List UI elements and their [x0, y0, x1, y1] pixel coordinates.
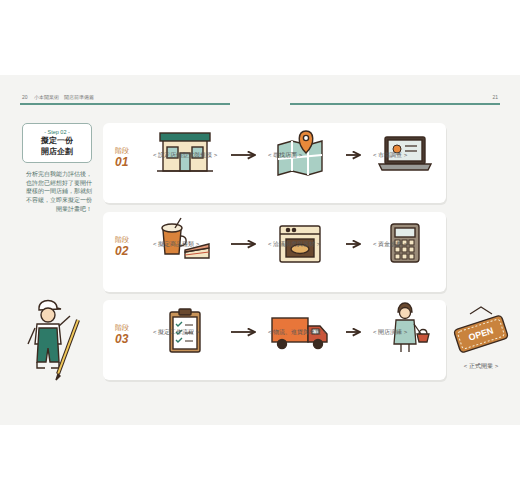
stage-panel: < 擬定工作流程 > < 物流、進貨與出貨 > < 開店演練 > 階段03	[103, 300, 446, 380]
task-caption: < 資金規劃 >	[373, 240, 407, 249]
step-box: - Step 02 -擬定一份 開店企劃	[22, 123, 92, 163]
stage-panel: < 設定店鋪型式與規模 > < 尋找店面 > < 市場調查 > 階段01	[103, 123, 446, 203]
stage-number: 01	[115, 155, 128, 169]
flow-arrow	[346, 243, 359, 245]
calculator-key	[402, 247, 407, 252]
page-header: 21	[478, 94, 498, 102]
panel-ground	[103, 212, 446, 292]
panel-ground	[103, 300, 446, 380]
stage-panel: < 擬定商品種類 > < 洽議廚房與器材 > < 資金規劃 > 階段02	[103, 212, 446, 292]
task-icon-box: < 設定店鋪型式與規模 >	[141, 127, 229, 201]
task-icon-box: < 擬定商品種類 >	[141, 216, 229, 290]
task-caption: < 物流、進貨與出貨 >	[268, 328, 326, 337]
calculator-key	[402, 254, 407, 259]
step-title: 擬定一份 開店企劃	[40, 136, 74, 157]
intro-note: 分析完自我能力評估後，也許您已經想好了要開什麼樣的一間店鋪，那就刻不容緩，立即來…	[22, 170, 92, 213]
calculator-key	[409, 247, 414, 252]
calculator-key	[395, 254, 400, 259]
task-caption: < 設定店鋪型式與規模 >	[153, 151, 217, 160]
header-rule	[20, 103, 230, 105]
task-icon-box: < 尋找店面 >	[256, 127, 344, 201]
page-ground	[0, 75, 520, 425]
calculator-key	[395, 247, 400, 252]
flow-arrow	[231, 154, 254, 156]
open-sign: OPEN< 正式開業 >	[450, 306, 512, 380]
task-caption: < 擬定商品種類 >	[153, 240, 199, 249]
step-label: - Step 02 -	[44, 129, 70, 136]
calculator-key	[409, 254, 414, 259]
stage-number: 02	[115, 244, 128, 258]
task-icon-box: < 資金規劃 >	[361, 216, 449, 290]
calculator-key	[409, 240, 414, 245]
flow-arrow	[231, 331, 254, 333]
task-icon-box: < 市場調查 >	[361, 127, 449, 201]
stage-word: 階段	[115, 236, 129, 245]
flow-arrow	[231, 243, 254, 245]
shopkeeper-icon	[394, 303, 429, 352]
flow-arrow	[346, 331, 359, 333]
task-caption: < 市場調查 >	[373, 151, 407, 160]
stage-number: 03	[115, 332, 128, 346]
task-icon-box: < 開店演練 >	[361, 304, 449, 378]
task-caption: < 開店演練 >	[373, 328, 407, 337]
panel-ground	[103, 123, 446, 203]
task-caption: < 正式開業 >	[450, 362, 512, 371]
flow-arrow	[346, 154, 359, 156]
page-header: 小本開業術 開店前準備篇	[34, 94, 154, 102]
task-caption: < 洽議廚房與器材 >	[268, 240, 320, 249]
worker-figure	[28, 301, 78, 381]
task-icon-box: < 洽議廚房與器材 >	[256, 216, 344, 290]
stage-word: 階段	[115, 147, 129, 156]
task-caption: < 尋找店面 >	[268, 151, 302, 160]
task-icon-box: < 物流、進貨與出貨 >	[256, 304, 344, 378]
task-caption: < 擬定工作流程 >	[153, 328, 199, 337]
header-rule	[290, 103, 500, 105]
stage-word: 階段	[115, 324, 129, 333]
task-icon-box: < 擬定工作流程 >	[141, 304, 229, 378]
drink-cake-icon	[162, 218, 209, 258]
panel-grounds	[103, 123, 447, 382]
